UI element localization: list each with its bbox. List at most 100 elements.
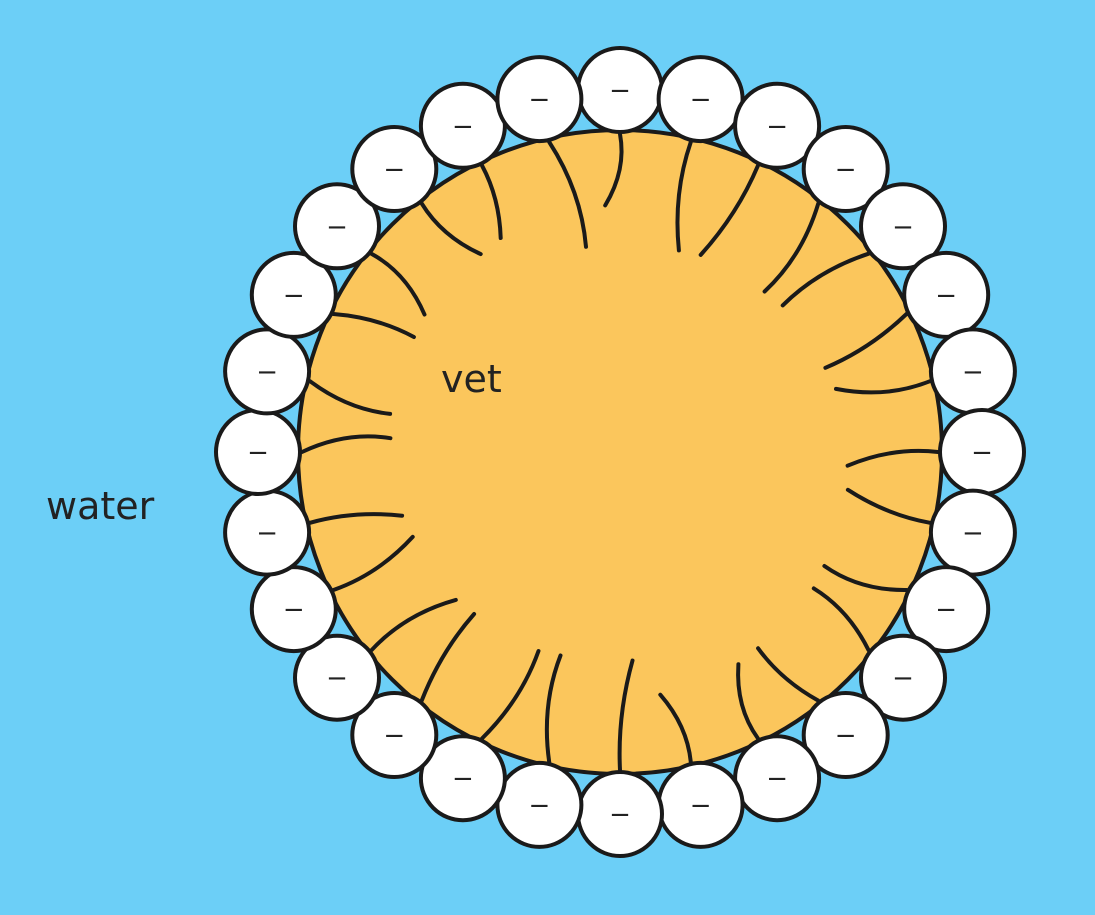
hydrophobic-tail (736, 662, 760, 741)
charged-head: − (293, 182, 381, 271)
negative-charge-sign: − (766, 764, 788, 794)
hydrophobic-tail (308, 512, 405, 525)
head-circle (859, 182, 947, 271)
fat-droplet (296, 128, 944, 776)
negative-charge-sign: − (690, 791, 712, 821)
charged-head: − (902, 250, 991, 339)
negative-charge-sign: − (690, 85, 712, 115)
hydrophobic-tail (675, 140, 693, 253)
negative-charge-sign: − (962, 357, 984, 387)
negative-charge-sign: − (256, 519, 278, 549)
charged-head: − (859, 633, 947, 722)
hydrophobic-tail (603, 132, 624, 208)
negative-charge-sign: − (256, 357, 278, 387)
head-circle (859, 633, 947, 722)
negative-charge-sign: − (962, 519, 984, 549)
hydrophobic-tail (480, 163, 503, 240)
charged-head: − (418, 734, 507, 823)
hydrophobic-tail (845, 448, 940, 468)
negative-charge-sign: − (383, 155, 405, 185)
hydrophobic-tail (331, 534, 415, 592)
hydrophobic-tail (822, 564, 909, 593)
negative-charge-sign: − (326, 664, 348, 694)
charged-heads: − − − − − − − − − − − − − − − − − − − − − − − − − − − − (214, 46, 1026, 858)
charged-head: − (249, 565, 338, 654)
head-circle (733, 81, 822, 170)
head-circle (249, 250, 338, 339)
negative-charge-sign: − (452, 764, 474, 794)
charged-head: − (249, 250, 338, 339)
negative-charge-sign: − (609, 800, 631, 830)
hydrophobic-tail (780, 251, 871, 308)
head-circle (350, 125, 439, 213)
hydrophobic-tail (369, 597, 458, 653)
charged-head: − (293, 633, 381, 722)
charged-head: − (801, 691, 890, 779)
hydrophobic-tail (834, 379, 932, 395)
head-circle (293, 633, 381, 722)
negative-charge-sign: − (529, 85, 551, 115)
hydrophobic-tail (369, 251, 427, 317)
hydrophobic-tail (658, 692, 693, 764)
negative-charge-sign: − (835, 155, 857, 185)
charged-head: − (928, 327, 1017, 416)
hydrophobic-tail (617, 658, 635, 772)
hydrophobic-tail (331, 312, 416, 339)
head-circle (801, 125, 890, 213)
water-label: water (46, 484, 155, 528)
hydrophobic-tail (419, 612, 477, 703)
head-circle (350, 691, 439, 779)
hydrophobic-tail (308, 379, 393, 416)
negative-charge-sign: − (609, 76, 631, 106)
head-circle (801, 691, 890, 779)
negative-charge-sign: − (892, 664, 914, 694)
charged-head: − (656, 760, 745, 849)
charged-head: − (223, 327, 312, 416)
negative-charge-sign: − (326, 212, 348, 242)
charged-head: − (801, 125, 890, 213)
charged-head: − (576, 46, 664, 134)
negative-charge-sign: − (247, 438, 269, 468)
negative-charge-sign: − (383, 721, 405, 751)
head-circle (495, 55, 584, 144)
hydrophobic-tail (698, 163, 760, 257)
negative-charge-sign: − (835, 721, 857, 751)
hydrophobic-tail (756, 646, 821, 703)
hydrophobic-tail (823, 312, 909, 370)
hydrophobic-tail (544, 653, 563, 764)
head-circle (902, 565, 991, 654)
negative-charge-sign: − (283, 595, 305, 625)
charged-head: − (576, 770, 664, 858)
negative-charge-sign: − (529, 791, 551, 821)
hydrophobic-tails-front (300, 132, 940, 772)
negative-charge-sign: − (892, 212, 914, 242)
hydrophobic-tail (547, 140, 588, 249)
charged-head: − (350, 691, 439, 779)
negative-charge-sign: − (283, 281, 305, 311)
charged-head: − (733, 81, 822, 170)
charged-head: − (223, 488, 312, 577)
charged-head: − (859, 182, 947, 271)
head-circle (418, 734, 507, 823)
charged-head: − (928, 488, 1017, 577)
charged-head: − (214, 408, 302, 496)
charged-head: − (733, 734, 822, 823)
negative-charge-sign: − (766, 112, 788, 142)
negative-charge-sign: − (971, 438, 993, 468)
hydrophobic-tail (480, 649, 541, 741)
hydrophobic-tail (811, 586, 871, 653)
charged-head: − (418, 81, 507, 170)
hydrophobic-tail (845, 487, 932, 525)
hydrophobic-tail (419, 201, 483, 257)
negative-charge-sign: − (935, 595, 957, 625)
negative-charge-sign: − (935, 281, 957, 311)
fat-label: vet (441, 357, 502, 401)
head-circle (293, 182, 381, 271)
charged-head: − (495, 760, 584, 849)
negative-charge-sign: − (452, 112, 474, 142)
hydrophobic-tail (762, 201, 821, 294)
charged-head: − (350, 125, 439, 213)
charged-head: − (938, 408, 1026, 496)
